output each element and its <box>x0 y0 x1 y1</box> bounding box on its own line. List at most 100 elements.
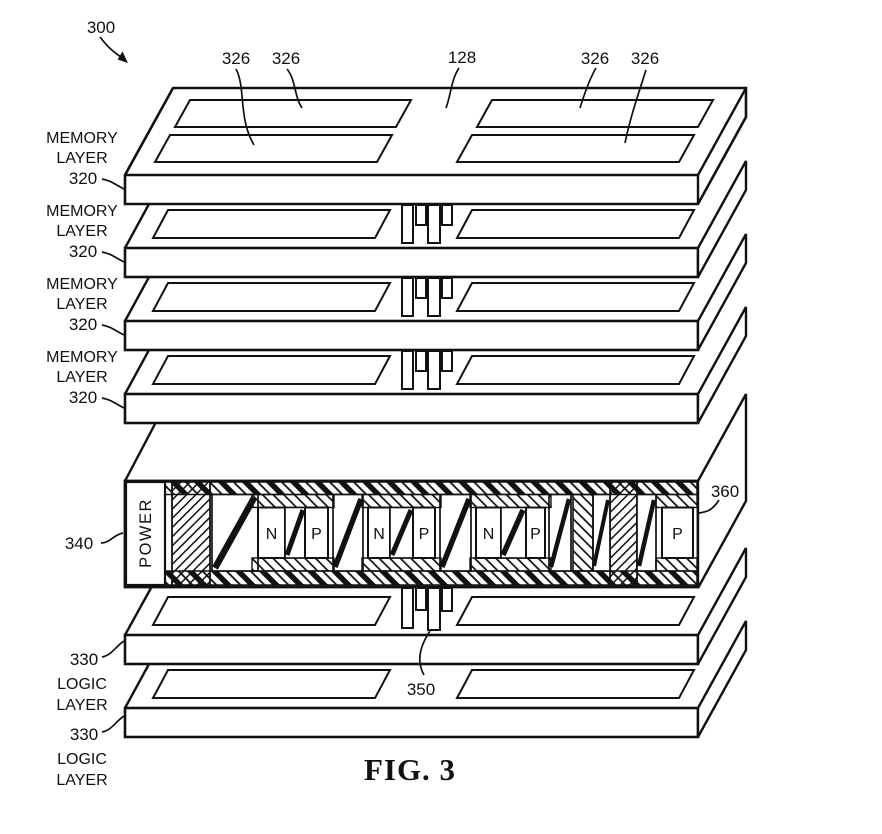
callout-326-2: 326 <box>272 49 300 68</box>
power-column <box>171 480 211 588</box>
np-group-1 <box>251 493 335 572</box>
memory-layer-slab-1 <box>123 86 748 206</box>
region-letter: P <box>419 526 430 543</box>
via-pin <box>441 587 453 612</box>
memory-panel <box>455 209 696 239</box>
via-pin <box>427 587 441 631</box>
logic-ref-1: 330 <box>70 650 98 669</box>
leader-326-3 <box>579 67 597 109</box>
via-pin <box>401 204 414 244</box>
tsv-pins-2 <box>401 277 453 317</box>
logic-panel <box>455 669 696 699</box>
callout-326-1: 326 <box>222 49 250 68</box>
np-group-3 <box>469 493 552 572</box>
figure-reference: 300 <box>87 18 115 37</box>
gate-diagonals <box>212 496 657 570</box>
via-pin <box>415 350 427 372</box>
region-letter: P <box>672 526 683 543</box>
via-pin <box>415 277 427 299</box>
memory-panel <box>153 134 394 163</box>
memory-ref-2: 320 <box>69 242 97 261</box>
tsv-pins-3 <box>401 350 453 390</box>
tsv-pins-4 <box>401 587 453 631</box>
region-letter: P <box>530 526 541 543</box>
via-pin <box>427 350 441 390</box>
via-pin <box>427 277 441 317</box>
leader-326-2 <box>286 68 303 109</box>
figure-caption: FIG. 3 <box>364 752 456 787</box>
via-pin <box>401 277 414 317</box>
via-ref: 350 <box>407 680 435 699</box>
leader-340 <box>100 532 124 544</box>
memory-panel <box>173 99 413 128</box>
power-region-letters: N P N P N P P POWER <box>137 498 683 568</box>
memory-label-2a: MEMORY <box>46 203 118 220</box>
region-letter: P <box>311 526 322 543</box>
leader-360 <box>698 499 720 514</box>
leader-128 <box>445 67 460 109</box>
logic-label-1a: LOGIC <box>57 676 107 693</box>
leader-320-2 <box>101 251 125 263</box>
memory-layer-slab-3 <box>123 233 748 352</box>
via-pin <box>415 587 427 611</box>
np-group-4 <box>655 493 698 572</box>
leader-330-1 <box>101 640 125 658</box>
arrowhead-300 <box>117 51 128 63</box>
logic-label-1b: LAYER <box>56 697 107 714</box>
via-pin <box>415 204 427 226</box>
leader-350 <box>418 630 431 676</box>
memory-panel <box>455 355 696 385</box>
memory-panel <box>455 282 696 312</box>
via-pin <box>441 204 453 226</box>
logic-layer-slab-1 <box>123 547 748 666</box>
region-letter: N <box>373 526 385 543</box>
memory-ref-4: 320 <box>69 388 97 407</box>
leader-320-1 <box>101 178 125 190</box>
memory-panel <box>151 282 392 312</box>
logic-layer-slab-2 <box>123 620 748 739</box>
power-layer-slab <box>123 393 748 589</box>
p-well <box>525 506 546 559</box>
via-pin <box>401 587 414 629</box>
via-pin <box>427 204 441 244</box>
p-well <box>304 506 329 559</box>
memory-layer-slab-4 <box>123 306 748 425</box>
memory-ref-1: 320 <box>69 169 97 188</box>
power-contact-column <box>572 493 594 572</box>
power-box-label: POWER <box>137 498 155 568</box>
leader-300 <box>99 36 122 58</box>
leader-326-1 <box>235 68 255 146</box>
via-pin <box>441 350 453 372</box>
leader-326-4 <box>624 69 647 144</box>
memory-panel <box>151 209 392 239</box>
memory-label-1a: MEMORY <box>46 130 118 147</box>
region-letter: N <box>483 526 495 543</box>
logic-label-2b: LAYER <box>56 772 107 789</box>
np-group-2 <box>361 493 442 572</box>
memory-panel <box>151 355 392 385</box>
logic-label-2a: LOGIC <box>57 751 107 768</box>
logic-panel <box>151 596 392 626</box>
memory-label-3b: LAYER <box>56 296 107 313</box>
callout-326-4: 326 <box>631 49 659 68</box>
leader-320-3 <box>101 324 125 336</box>
callout-128: 128 <box>448 48 476 67</box>
region-letter: N <box>266 526 278 543</box>
tsv-pins-1 <box>401 204 453 244</box>
logic-panel <box>151 669 392 699</box>
power-column <box>609 480 638 588</box>
callout-326-3: 326 <box>581 49 609 68</box>
leader-330-2 <box>101 715 125 733</box>
memory-panel <box>455 134 696 163</box>
memory-layer-slab-2 <box>123 160 748 279</box>
via-pin <box>441 277 453 299</box>
p-well <box>661 506 694 559</box>
leader-lines <box>99 36 720 733</box>
reference-labels: 300 326 326 128 326 326 MEMORY LAYER 320… <box>46 18 739 789</box>
power-side-ref: 360 <box>711 482 739 501</box>
memory-label-3a: MEMORY <box>46 276 118 293</box>
logic-panel <box>455 596 696 626</box>
via-pin <box>401 350 414 390</box>
power-ref: 340 <box>65 534 93 553</box>
